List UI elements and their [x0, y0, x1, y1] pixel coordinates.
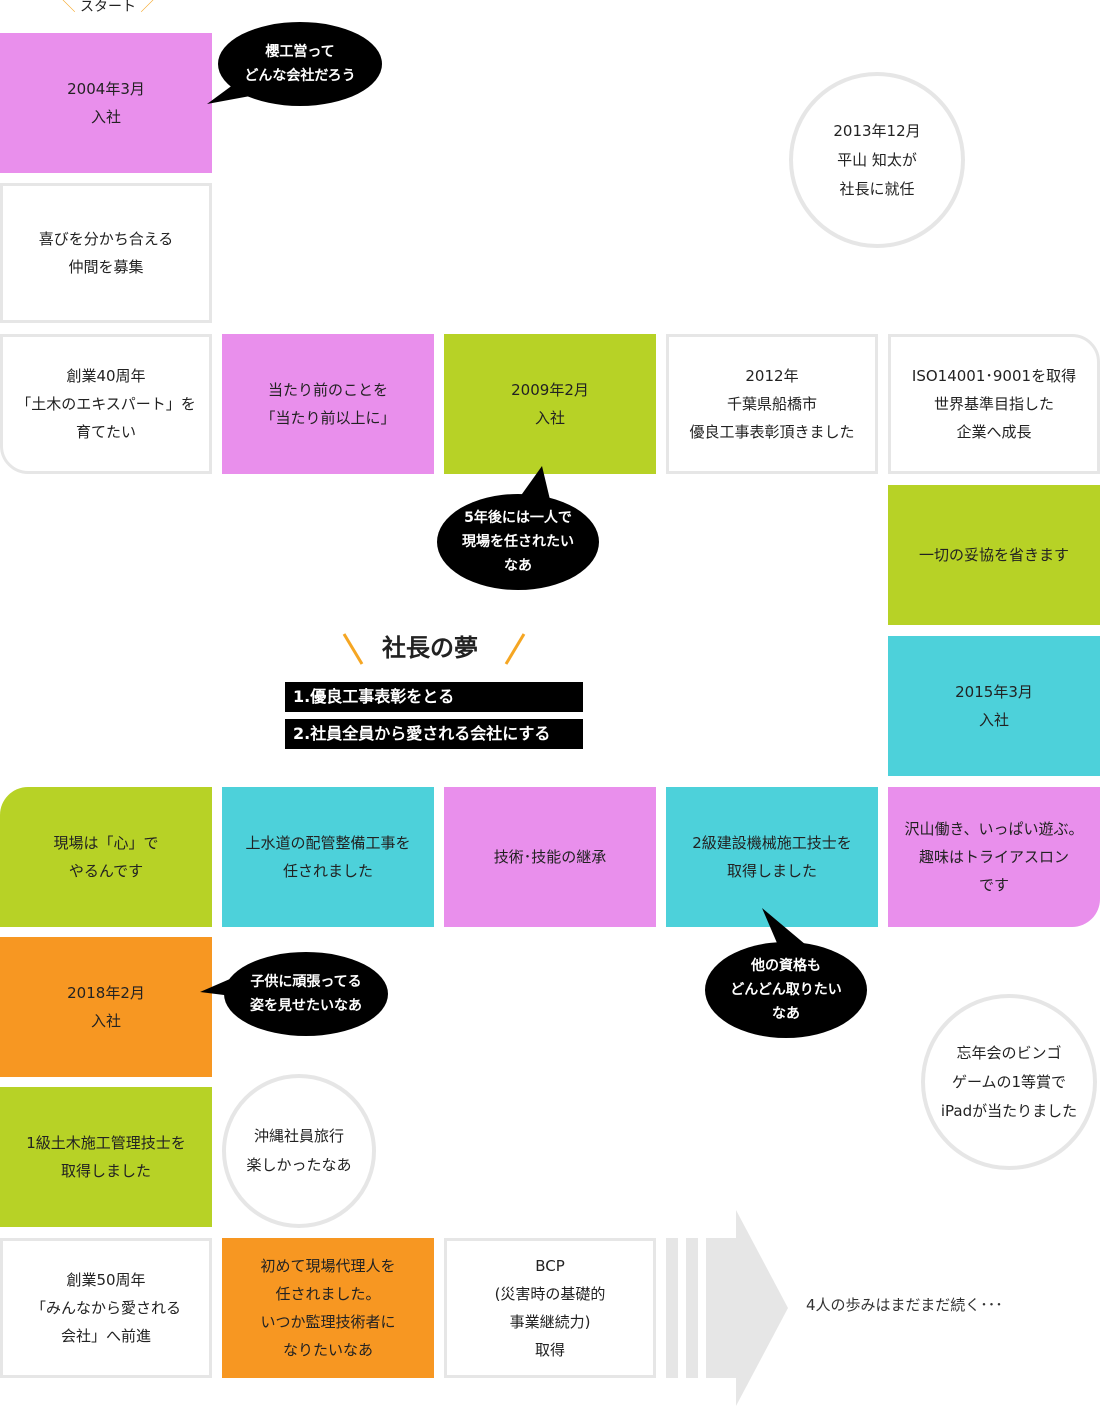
- box-2009-join: 2009年2月 入社: [444, 334, 656, 474]
- start-label: ＼ スタート ／: [48, 0, 168, 16]
- start-slash-right: ／: [140, 0, 155, 15]
- box-genba: 現場は「心」で やるんです: [0, 787, 212, 927]
- box-bcp: BCP (災害時の基礎的 事業継続力) 取得: [444, 1238, 656, 1378]
- box-nakama: 喜びを分かち合える 仲間を募集: [0, 183, 212, 323]
- dream-item-1: 1.優良工事表彰をとる: [285, 682, 583, 712]
- circle-shachou: 2013年12月 平山 知太が 社長に就任: [789, 72, 965, 248]
- dream-item-2: 2.社員全員から愛される会社にする: [285, 719, 583, 749]
- dream-slash-left-icon: [342, 633, 364, 665]
- box-2004-join: 2004年3月 入社: [0, 33, 212, 173]
- dream-title: 社長の夢: [340, 628, 530, 668]
- box-doboku1: 1級土木施工管理技士を 取得しました: [0, 1087, 212, 1227]
- circle-okinawa: 沖縄社員旅行 楽しかったなあ: [222, 1074, 376, 1228]
- box-2012-award: 2012年 千葉県船橋市 優良工事表彰頂きました: [666, 334, 878, 474]
- dream-title-text: 社長の夢: [382, 634, 478, 662]
- box-jousuidou: 上水道の配管整備工事を 任されました: [222, 787, 434, 927]
- ending-text: 4人の歩みはまだまだ続く･･･: [806, 1296, 1003, 1314]
- speech-bubble-gonengo: 5年後には一人で 現場を任されたい なあ: [437, 494, 599, 590]
- box-sougyou50: 創業50周年 「みんなから愛される 会社」へ前進: [0, 1238, 212, 1378]
- box-dairinin: 初めて現場代理人を 任されました。 いつか監理技術者に なりたいなあ: [222, 1238, 434, 1378]
- start-text: スタート: [80, 0, 136, 15]
- box-iso: ISO14001･9001を取得 世界基準目指した 企業へ成長: [888, 334, 1100, 474]
- circle-bingo: 忘年会のビンゴ ゲームの1等賞で iPadが当たりました: [921, 994, 1097, 1170]
- dream-slash-right-icon: [504, 633, 526, 665]
- speech-bubble-shikaku: 他の資格も どんどん取りたい なあ: [705, 942, 867, 1038]
- box-dakyou: 一切の妥協を省きます: [888, 485, 1100, 625]
- box-takusan: 沢山働き、いっぱい遊ぶ。 趣味はトライアスロン です: [888, 787, 1100, 927]
- box-kenki: 2級建設機械施工技士を 取得しました: [666, 787, 878, 927]
- box-2018-join: 2018年2月 入社: [0, 937, 212, 1077]
- box-atarimae: 当たり前のことを 「当たり前以上に」: [222, 334, 434, 474]
- start-slash-left: ＼: [61, 0, 76, 15]
- forward-arrow-icon: [666, 1210, 788, 1406]
- speech-bubble-sakuraikou: 櫻工営って どんな会社だろう: [218, 22, 382, 106]
- box-sougyou40: 創業40周年 「土木のエキスパート」を 育てたい: [0, 334, 212, 474]
- speech-bubble-kodomo: 子供に頑張ってる 姿を見せたいなあ: [224, 952, 388, 1036]
- bubble-tail-shikaku: [762, 908, 812, 950]
- box-2015-join: 2015年3月 入社: [888, 636, 1100, 776]
- box-gijutsu: 技術･技能の継承: [444, 787, 656, 927]
